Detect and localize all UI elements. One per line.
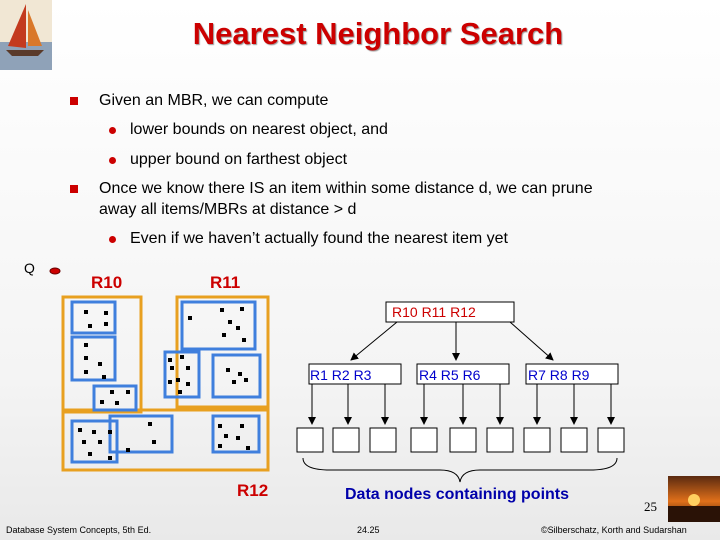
data-nodes-caption: Data nodes containing points xyxy=(345,486,570,503)
mbr-r1 xyxy=(70,300,117,335)
bullet-text: Given an MBR, we can compute xyxy=(99,92,329,109)
root-node-box xyxy=(385,301,515,323)
bullet-text-line1: Once we know there IS an item within som… xyxy=(99,180,593,197)
mbr-r7 xyxy=(70,419,119,464)
data-points xyxy=(78,307,250,460)
region-label-r12: R12 xyxy=(237,481,269,500)
root-node-label: R10 R11 R12 xyxy=(392,304,476,320)
sunset-photo xyxy=(668,476,720,522)
query-label: Q xyxy=(24,260,35,276)
footer-center: 24.25 xyxy=(357,525,380,535)
mbr-r10 xyxy=(61,295,143,414)
sub-bullet-text: lower bounds on nearest object, and xyxy=(130,121,388,138)
footer-right: ©Silberschatz, Korth and Sudarshan xyxy=(541,525,687,535)
brace xyxy=(302,457,618,483)
sailboat-logo xyxy=(0,0,52,70)
mbr-r4 xyxy=(180,300,257,351)
mbr-r6 xyxy=(211,353,262,399)
mbr-r12 xyxy=(61,408,270,472)
child-node-label-1: R1 R2 R3 xyxy=(310,367,372,383)
bullet-square-icon xyxy=(70,97,78,105)
mbr-r5 xyxy=(163,350,201,399)
footer-left: Database System Concepts, 5th Ed. xyxy=(6,525,152,535)
data-node-boxes xyxy=(296,427,625,453)
child-node-label-3: R7 R8 R9 xyxy=(528,367,590,383)
sub-bullet-dot-icon xyxy=(109,236,116,243)
mbr-r9 xyxy=(211,414,261,454)
query-point xyxy=(49,267,61,275)
child-node-label-2: R4 R5 R6 xyxy=(419,367,481,383)
region-label-r10: R10 xyxy=(91,273,123,292)
slide-title: Nearest Neighbor Search xyxy=(192,16,564,51)
mbr-r2 xyxy=(70,335,117,382)
child-node-box-1 xyxy=(308,363,402,385)
region-label-r11: R11 xyxy=(210,273,241,292)
sub-bullet-text: Even if we haven’t actually found the ne… xyxy=(130,230,508,247)
bullet-text-line2: away all items/MBRs at distance > d xyxy=(99,201,357,218)
child-node-box-3 xyxy=(525,363,619,385)
sub-bullet-dot-icon xyxy=(109,157,116,164)
bullet-square-icon xyxy=(70,185,78,193)
sub-bullet-dot-icon xyxy=(109,127,116,134)
mbr-r3 xyxy=(92,384,138,412)
sub-bullet-text: upper bound on farthest object xyxy=(130,151,348,168)
page-number: 25 xyxy=(644,499,657,514)
